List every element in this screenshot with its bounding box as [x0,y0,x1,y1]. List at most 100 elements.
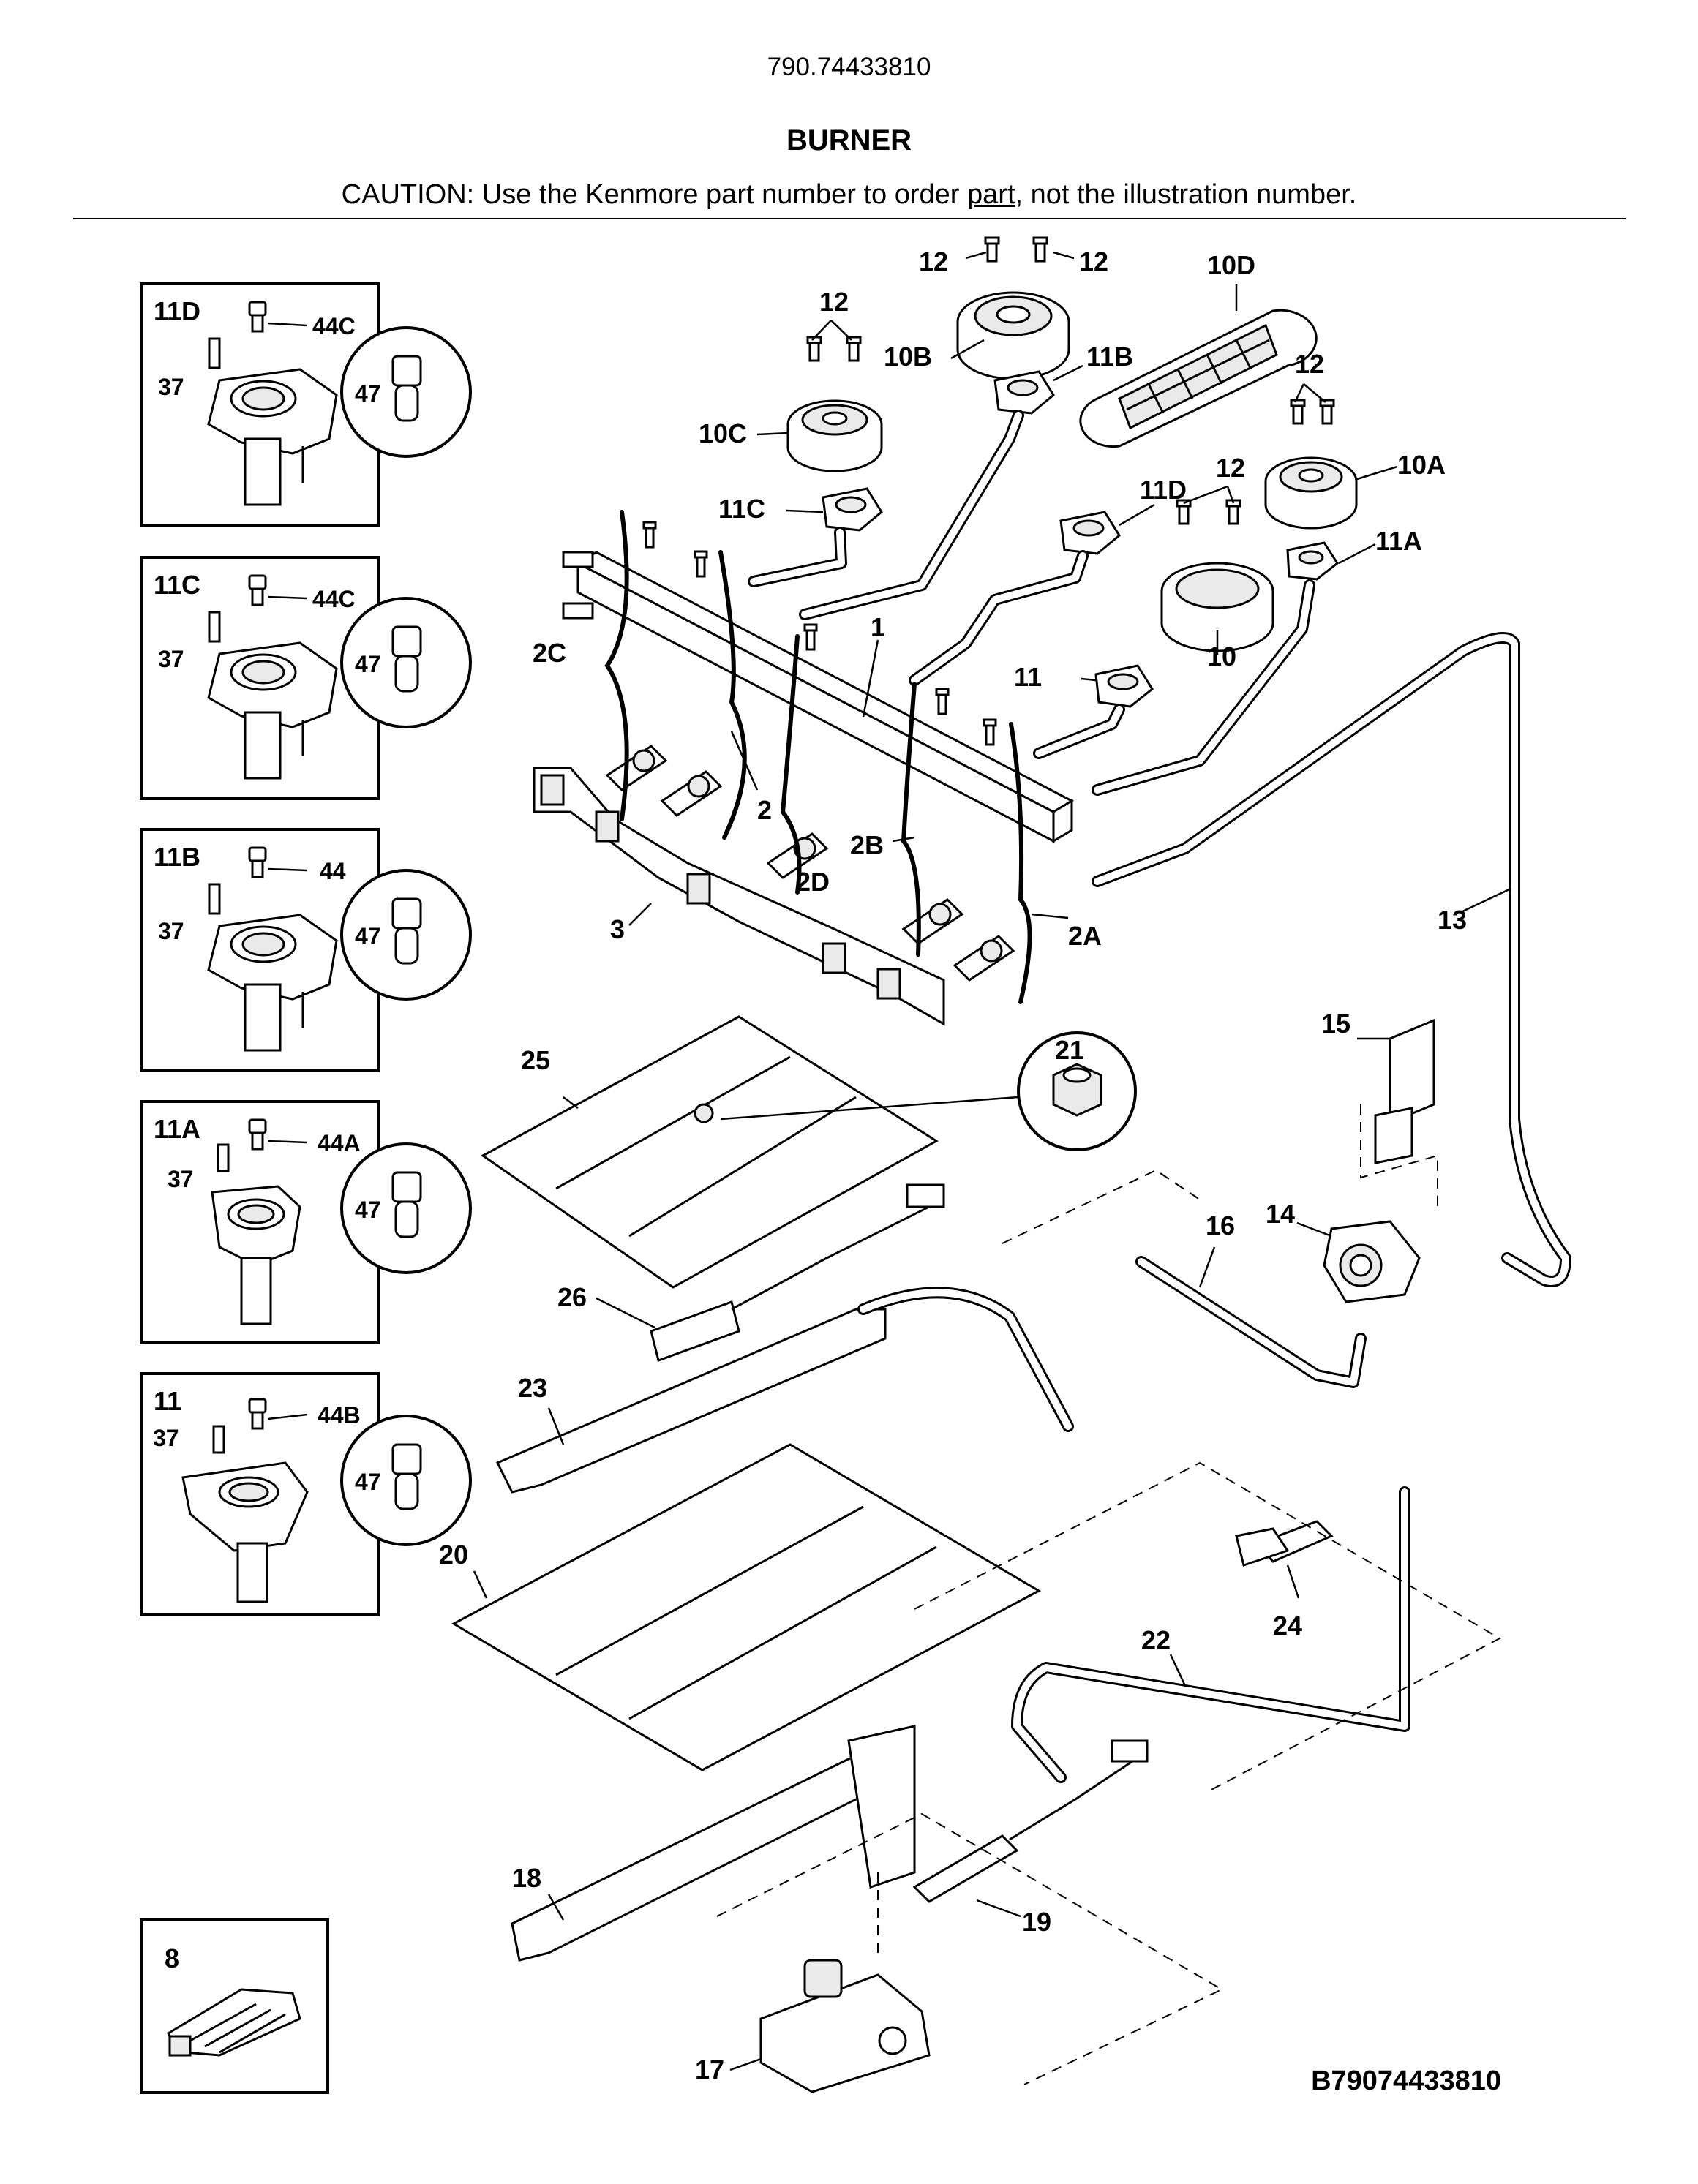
callout-10D: 10D [1207,250,1255,280]
inset-title-8: 8 [165,1943,179,1973]
callout-2D: 2D [796,867,830,897]
callout-12-d: 12 [1295,349,1324,379]
assembly-guide-b [914,1461,1502,1793]
header-rule [73,218,1626,219]
callout-16: 16 [1206,1210,1235,1240]
manifold-1 [562,551,1075,843]
valve-head-11C [822,487,883,532]
inset-title-11C: 11C [154,570,200,600]
burner-head-10A [1264,456,1358,530]
callout-2C: 2C [533,638,566,668]
tube-13 [1092,632,1571,1287]
callout-10A: 10A [1397,450,1446,480]
inset-panel-8: 8 [140,1918,329,2094]
valve-head-11 [1094,664,1154,708]
manifold-bracket-3 [533,767,945,1026]
callout-2B: 2B [850,830,884,860]
tube-16 [1135,1256,1367,1388]
valve-head-11A [1286,541,1339,581]
callout-17: 17 [695,2055,724,2085]
broil-burner-18 [511,1725,916,1962]
heat-shield-20 [451,1443,1042,1771]
igniter-26 [650,1183,945,1362]
inset-circle-11C: 47 [355,651,381,677]
safety-valve-17 [759,1959,931,2093]
inset-screw-11B: 37 [158,918,184,944]
callout-11C: 11C [718,494,765,524]
assembly-guide-c [716,1812,1224,2085]
callout-25: 25 [521,1045,550,1075]
callout-2: 2 [757,795,772,825]
inset-panel-11C: 11C 47 44C 37 [140,556,472,800]
brace-2B [901,682,921,957]
diagram-code: B79074433810 [1311,2066,1501,2096]
section-title: BURNER [786,124,912,157]
callout-12-a: 12 [919,246,948,276]
callout-11D: 11D [1140,475,1187,505]
brace-2D [780,634,802,895]
burner-head-10D [1079,309,1318,448]
callout-2A: 2A [1068,921,1102,951]
brace-2A [1009,722,1032,1004]
burner-head-10C [786,399,883,472]
valve-head-11D [1059,511,1121,555]
callout-11A: 11A [1375,526,1422,556]
burner-head-10B [956,291,1070,380]
caution-text-prefix: CAUTION: Use the Kenmore part number to … [341,179,968,210]
inset-panel-11: 11 47 44B 37 [140,1372,472,1616]
callout-3: 3 [610,914,625,944]
inset-screw-11D: 37 [158,374,184,400]
caution-note: CAUTION: Use the Kenmore part number to … [0,179,1698,211]
inset-cap-11C: 44C [312,586,356,612]
inset-title-11A: 11A [154,1114,200,1144]
brace-2 [718,550,747,840]
callout-11: 11 [1014,662,1042,692]
callout-15: 15 [1321,1009,1350,1039]
callout-10B: 10B [884,342,932,372]
callout-1: 1 [871,612,885,642]
inset-cap-11B: 44 [320,858,346,884]
callout-12-e: 12 [1216,453,1245,483]
callout-18: 18 [512,1863,541,1893]
callout-10C: 10C [699,418,747,448]
heat-shield-25 [481,1015,939,1289]
callout-12-c: 12 [819,287,849,317]
inset-circle-11A: 47 [355,1197,381,1223]
tube-22 [1011,1486,1410,1783]
caution-text-suffix: , not the illustration number. [1015,179,1357,210]
inset-title-11D: 11D [154,296,200,326]
inset-circle-11: 47 [355,1469,381,1495]
callout-11B: 11B [1086,342,1133,372]
model-number: 790.74433810 [767,53,931,81]
pressure-regulator-14 [1323,1220,1421,1303]
igniter-19 [912,1739,1149,1903]
nut-21-callout [1017,1031,1137,1151]
callout-24: 24 [1273,1611,1302,1641]
callout-20: 20 [439,1540,468,1570]
callout-19: 19 [1022,1907,1051,1937]
caution-part-link: part [967,179,1015,210]
orifice-fitting-24 [1235,1520,1334,1567]
valve-head-11B [993,370,1055,415]
callout-10: 10 [1207,641,1236,671]
inset-cap-11A: 44A [318,1130,361,1156]
callout-23: 23 [518,1373,547,1403]
inset-circle-11B: 47 [355,923,381,949]
inset-screw-11: 37 [153,1425,179,1451]
callout-12-b: 12 [1079,246,1108,276]
inset-panel-11B: 11B 47 44 37 [140,828,472,1072]
callout-22: 22 [1141,1625,1171,1655]
callout-14: 14 [1266,1199,1295,1229]
callout-13: 13 [1438,905,1467,935]
inset-screw-11C: 37 [158,646,184,672]
inset-title-11B: 11B [154,842,200,872]
inset-screw-11A: 37 [168,1166,194,1192]
callout-26: 26 [557,1282,587,1312]
inset-cap-11: 44B [318,1402,361,1428]
oven-burner-23 [495,1287,1074,1494]
regulator-bracket-15 [1374,1018,1435,1164]
inset-cap-11D: 44C [312,313,356,339]
inset-panel-11D: 11D 47 44C 37 [140,282,472,527]
assembly-guide-a [1002,1169,1201,1244]
